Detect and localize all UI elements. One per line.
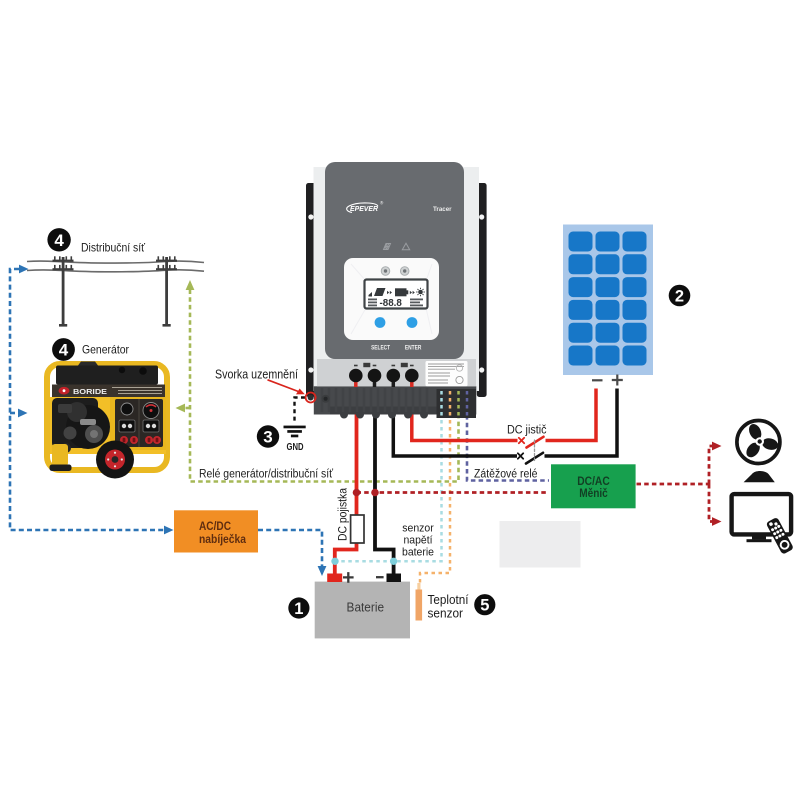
svg-text:nabíječka: nabíječka xyxy=(199,534,247,546)
svg-text:Generátor: Generátor xyxy=(82,343,129,357)
svg-text:3: 3 xyxy=(263,428,272,447)
svg-text:5: 5 xyxy=(480,597,489,615)
svg-text:®: ® xyxy=(380,201,384,206)
svg-text:Teplotní: Teplotní xyxy=(428,593,469,607)
svg-text:DC/AC: DC/AC xyxy=(577,476,610,488)
svg-text:napětí: napětí xyxy=(404,535,433,547)
svg-text:Tracer: Tracer xyxy=(433,206,452,213)
svg-text:Zátěžové relé: Zátěžové relé xyxy=(474,469,538,481)
svg-text:ENTER: ENTER xyxy=(405,345,422,352)
svg-text:senzor: senzor xyxy=(428,607,464,621)
svg-text:2: 2 xyxy=(675,287,684,305)
svg-text:Distribuční síť: Distribuční síť xyxy=(81,240,145,254)
svg-text:baterie: baterie xyxy=(402,547,434,559)
svg-text:GND: GND xyxy=(287,441,304,453)
svg-text:BORIDE: BORIDE xyxy=(73,387,107,396)
svg-text:DC pojistka: DC pojistka xyxy=(338,487,350,541)
svg-text:Svorka uzemnění: Svorka uzemnění xyxy=(215,367,298,381)
svg-text:1: 1 xyxy=(294,600,303,618)
svg-text:SELECT: SELECT xyxy=(371,345,390,352)
svg-text:DC jistič: DC jistič xyxy=(507,425,547,437)
svg-text:Baterie: Baterie xyxy=(347,601,385,615)
svg-text:AC/DC: AC/DC xyxy=(199,521,231,533)
svg-text:Relé generátor/distribuční síť: Relé generátor/distribuční síť xyxy=(199,469,334,481)
svg-text:-88.8: -88.8 xyxy=(380,298,403,309)
svg-text:4: 4 xyxy=(59,341,69,360)
svg-text:4: 4 xyxy=(54,231,64,250)
svg-text:Měnič: Měnič xyxy=(579,488,608,500)
svg-text:senzor: senzor xyxy=(402,523,434,535)
svg-text:EPEVER: EPEVER xyxy=(350,204,378,213)
